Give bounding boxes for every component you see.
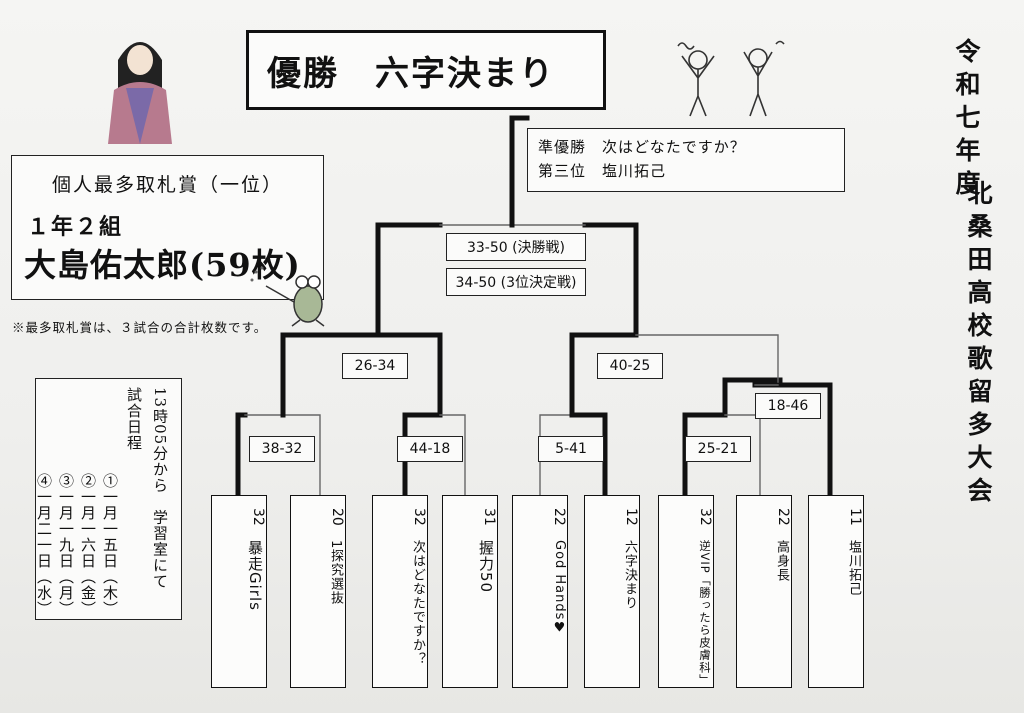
score-round1-c: 5-41 bbox=[538, 436, 604, 462]
team-box: 32 次はどなたですか？ bbox=[372, 495, 428, 688]
schedule-day-4: ④一月二一日（水） bbox=[35, 473, 53, 617]
score-round1-a: 38-32 bbox=[249, 436, 315, 462]
frog-illustration bbox=[250, 266, 325, 327]
results-box: 準優勝 次はどなたですか？ 第三位 塩川拓己 bbox=[527, 128, 845, 192]
team-number: 22 bbox=[775, 508, 791, 526]
award-class: １年２組 bbox=[27, 214, 124, 240]
team-name: 次はどなたですか？ bbox=[410, 540, 425, 666]
award-winner: 大島佑太郎(59枚) bbox=[24, 246, 301, 284]
heian-princess-illustration bbox=[108, 42, 172, 144]
team-box: 31 握力50 bbox=[442, 495, 498, 688]
team-box: 12 六字決まり bbox=[584, 495, 640, 688]
schedule-box: 13時05分から 学習室にて 試合日程 ①一月一五日（木） ②一月一六日（金） … bbox=[35, 378, 182, 620]
team-name: 高身長 bbox=[774, 540, 789, 582]
award-note: ※最多取札賞は、３試合の合計枚数です。 bbox=[12, 320, 268, 335]
schedule-day-2: ②一月一六日（金） bbox=[79, 473, 97, 617]
team-box: 32 暴走Girls bbox=[211, 495, 267, 688]
champion-banner: 優勝 六字決まり bbox=[246, 30, 606, 110]
team-box: 22 高身長 bbox=[736, 495, 792, 688]
score-final: 33-50 (決勝戦) bbox=[446, 233, 586, 261]
team-name: 握力50 bbox=[477, 540, 495, 594]
score-qf-right: 18-46 bbox=[755, 393, 821, 419]
score-round1-d: 25-21 bbox=[685, 436, 751, 462]
team-box: 22 God Hands♥ bbox=[512, 495, 568, 688]
team-number: 20 bbox=[329, 508, 345, 526]
team-number: 32 bbox=[250, 508, 266, 526]
event-name: 北桑田高校歌留多大会 bbox=[964, 180, 993, 510]
schedule-day-1: ①一月一五日（木） bbox=[101, 473, 119, 617]
team-name: God Hands♥ bbox=[552, 540, 567, 637]
schedule-heading: 試合日程 bbox=[125, 387, 143, 451]
third-place-text: 第三位 塩川拓己 bbox=[538, 162, 667, 180]
score-round1-b: 44-18 bbox=[397, 436, 463, 462]
score-semi-right: 40-25 bbox=[597, 353, 663, 379]
team-name: 六字決まり bbox=[622, 540, 637, 610]
team-name: 暴走Girls bbox=[246, 540, 264, 611]
celebration-illustration bbox=[677, 40, 785, 117]
team-box: 32 逆VIP「勝ったら皮膚科」 bbox=[658, 495, 714, 688]
team-number: 22 bbox=[551, 508, 567, 526]
schedule-day-3: ③一月一九日（月） bbox=[57, 473, 75, 617]
team-box: 20 1探究選抜 bbox=[290, 495, 346, 688]
team-name: 塩川拓己 bbox=[846, 540, 861, 596]
team-number: 32 bbox=[697, 508, 713, 526]
team-name: 1探究選抜 bbox=[328, 540, 343, 606]
score-third-place: 34-50 (3位決定戦) bbox=[446, 268, 586, 296]
champion-text: 優勝 六字決まり bbox=[267, 53, 555, 94]
team-number: 32 bbox=[411, 508, 427, 526]
team-name: 逆VIP「勝ったら皮膚科」 bbox=[698, 540, 712, 687]
schedule-time: 13時05分から 学習室にて bbox=[151, 387, 169, 590]
team-number: 31 bbox=[481, 508, 497, 526]
score-semi-left: 26-34 bbox=[342, 353, 408, 379]
award-box: 個人最多取札賞（一位） １年２組 大島佑太郎(59枚) bbox=[11, 155, 324, 300]
award-heading: 個人最多取札賞（一位） bbox=[52, 174, 284, 196]
team-number: 12 bbox=[623, 508, 639, 526]
team-box: 11 塩川拓己 bbox=[808, 495, 864, 688]
event-year: 令和七年度 bbox=[952, 38, 981, 203]
team-number: 11 bbox=[847, 508, 863, 526]
runner-up-text: 準優勝 次はどなたですか？ bbox=[538, 138, 746, 156]
